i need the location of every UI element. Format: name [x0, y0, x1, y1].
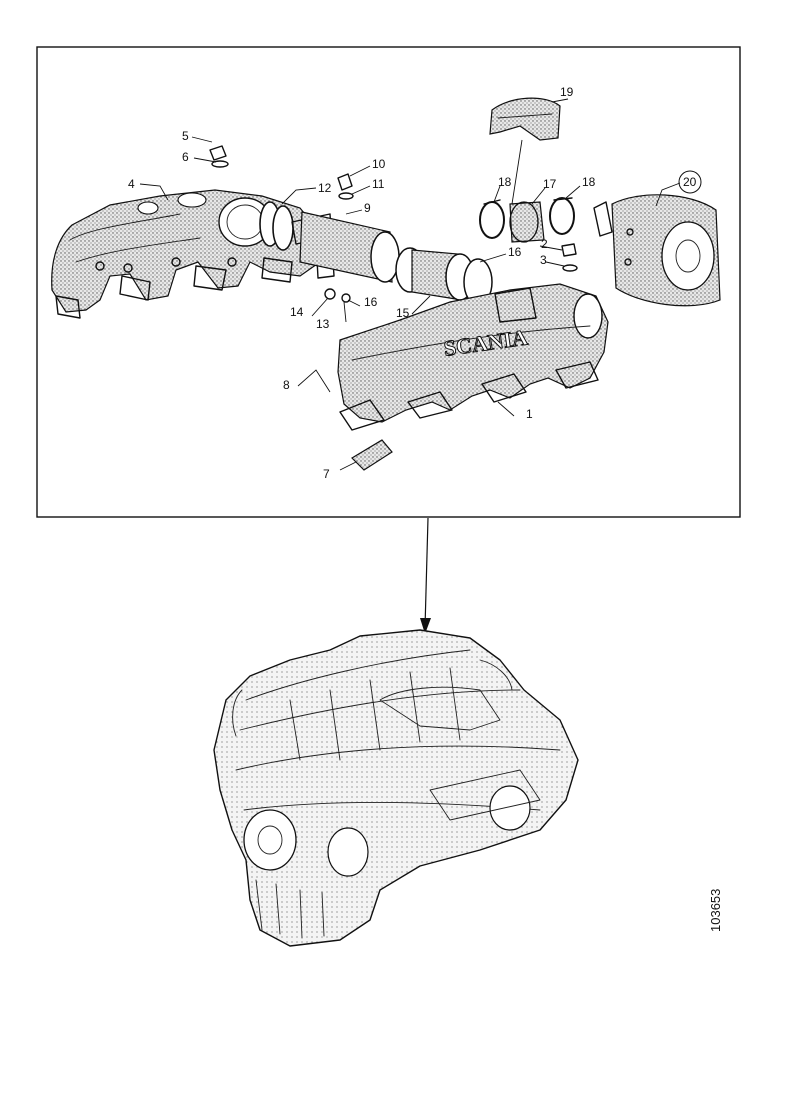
- callout-16-left: 16: [364, 295, 378, 309]
- nut-10-washer-11: [337, 173, 354, 200]
- intermediate-pipe: [299, 211, 400, 283]
- callout-19: 19: [560, 85, 574, 99]
- callout-12: 12: [318, 181, 332, 195]
- turbocharger-20: [593, 194, 721, 307]
- left-exhaust-manifold: [51, 189, 321, 319]
- slip-joint-15: [395, 247, 493, 306]
- callout-18-right: 18: [582, 175, 596, 189]
- nut-2-washer-3: [561, 243, 578, 272]
- nut-5-washer-6: [209, 145, 229, 168]
- callout-11: 11: [372, 177, 385, 191]
- callout-16-right: 16: [508, 245, 522, 259]
- callout-20: 20: [683, 175, 697, 189]
- bracket-9: [291, 213, 335, 279]
- callout-13: 13: [316, 317, 330, 331]
- bolt-13-washer-14-16: [324, 288, 351, 303]
- callout-7: 7: [323, 467, 330, 481]
- callout-6: 6: [182, 150, 189, 164]
- clamp-18-left: [479, 199, 505, 239]
- engine-overview: [213, 629, 579, 947]
- document-number: 103653: [708, 889, 723, 932]
- gasket-7: [351, 439, 393, 471]
- callout-8: 8: [283, 378, 290, 392]
- sleeve-17: [509, 201, 545, 243]
- callout-1: 1: [526, 407, 533, 421]
- callout-2: 2: [541, 237, 548, 251]
- callout-labels: 5 6 4 12 10 11 9 18 17 18 19 20 2 3 16 1…: [128, 85, 702, 481]
- leader-lines: [139, 98, 681, 471]
- callout-18-left: 18: [498, 175, 512, 189]
- callout-4: 4: [128, 177, 135, 191]
- clamp-18-right: [549, 197, 575, 235]
- callout-5: 5: [182, 129, 189, 143]
- callout-15: 15: [396, 306, 410, 320]
- callout-10: 10: [372, 157, 386, 171]
- callout-3: 3: [540, 253, 547, 267]
- callout-17: 17: [543, 177, 557, 191]
- callout-20-circle: [678, 170, 702, 194]
- location-arrow: [420, 517, 431, 634]
- callout-14: 14: [290, 305, 304, 319]
- callout-9: 9: [364, 201, 371, 215]
- heat-shield-19: [489, 97, 561, 205]
- seal-rings-12: [259, 201, 294, 251]
- right-exhaust-manifold: SCANIA: [337, 283, 609, 431]
